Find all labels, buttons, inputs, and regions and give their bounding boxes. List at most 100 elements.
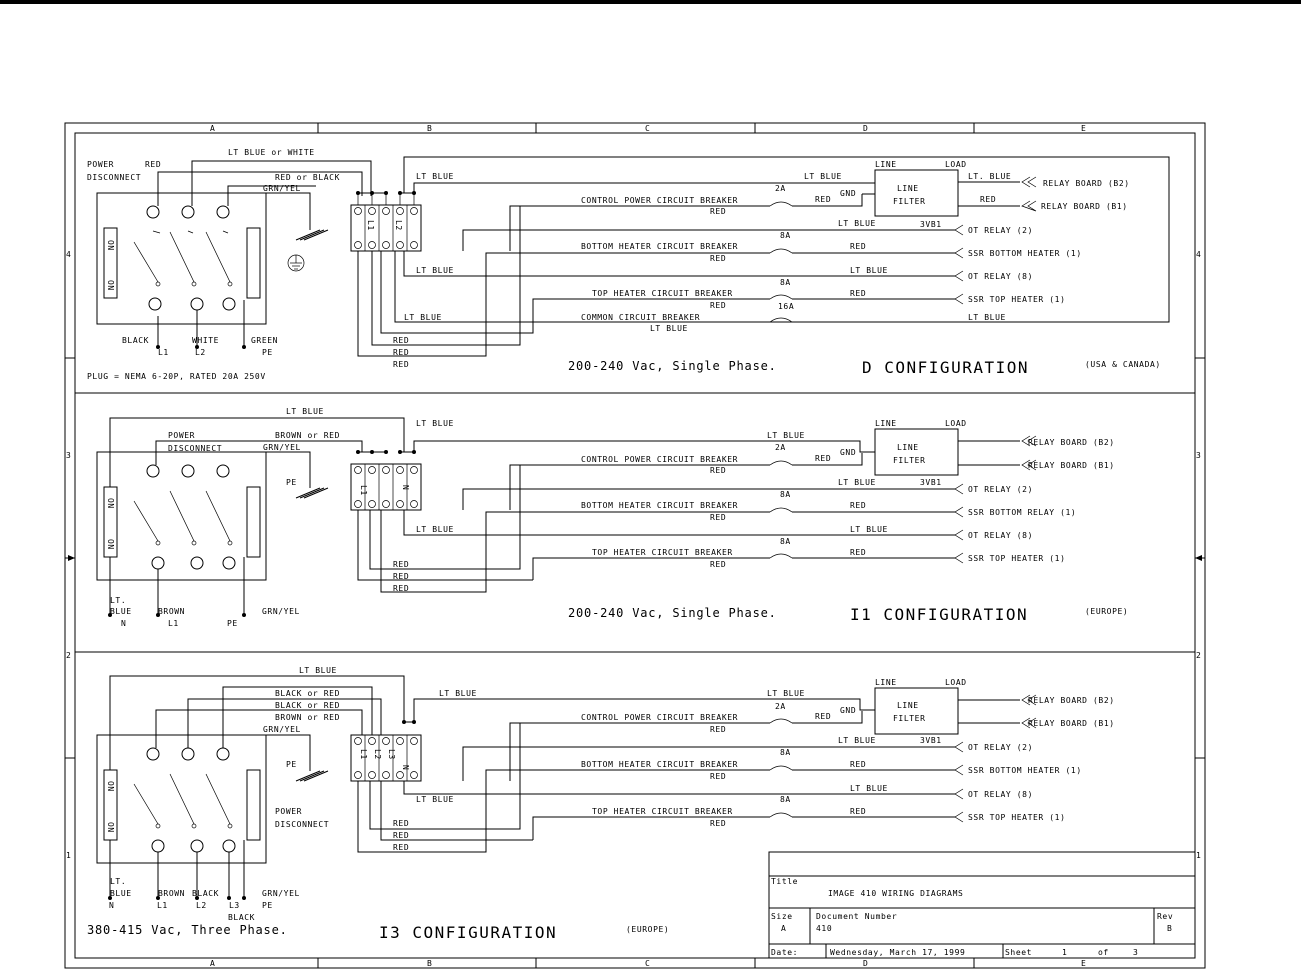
i1-filter-in-red: RED: [815, 454, 831, 463]
row-label-1-right: 1: [1196, 851, 1201, 860]
i3-terminal-l1: L1: [359, 749, 368, 760]
i1-red-return-3: [380, 510, 487, 593]
d-plug-wire-green: GREEN: [251, 336, 278, 345]
col-label-a-bottom: A: [210, 959, 215, 968]
i3-ground-label: PE: [286, 760, 297, 769]
i1-filter-part: 3VB1: [920, 478, 942, 487]
i3-relay-board-b2: RELAY BOARD (B2): [1028, 696, 1115, 705]
i3-supply-2: [222, 686, 373, 748]
i3-supply-blue: [109, 675, 405, 770]
i3-ot2-blue: LT BLUE: [838, 736, 876, 745]
i1-control-breaker: CONTROL POWER CIRCUIT BREAKER: [581, 455, 738, 464]
drawing-frame: [64, 122, 1206, 969]
d-plug-note: PLUG = NEMA 6-20P, RATED 20A 250V: [87, 372, 266, 381]
supply-red-wire: [157, 171, 363, 206]
i1-red-return-3: RED: [393, 584, 409, 593]
d-plug-term-pe: PE: [262, 348, 273, 357]
i3-ot-relay-8: OT RELAY (8): [968, 790, 1033, 799]
d-voltage: 200-240 Vac, Single Phase.: [568, 359, 777, 373]
d-plug-term-l2: L2: [195, 348, 206, 357]
i3-top-breaker: TOP HEATER CIRCUIT BREAKER: [592, 807, 733, 816]
plug-wires: [157, 300, 245, 347]
d-ssr-bottom: SSR BOTTOM HEATER (1): [968, 249, 1082, 258]
section-i1-configuration: ON ON: [96, 417, 1037, 617]
d-supply-red: RED: [145, 160, 161, 169]
i1-supply-mid: BROWN or RED: [275, 431, 340, 440]
red-return-1: [357, 251, 487, 357]
i3-red-return-1: RED: [393, 819, 409, 828]
d-control-breaker: CONTROL POWER CIRCUIT BREAKER: [581, 196, 738, 205]
filter-output-wires: [958, 181, 1020, 207]
d-common-breaker: COMMON CIRCUIT BREAKER: [581, 313, 700, 322]
i1-dest-arrows: [954, 483, 964, 564]
section-i3-configuration: ON ON: [96, 675, 1037, 900]
row-label-3-left: 3: [66, 451, 71, 460]
d-filter-in-red: RED: [815, 195, 831, 204]
red-return-2: [371, 206, 521, 346]
d-ssr-top: SSR TOP HEATER (1): [968, 295, 1066, 304]
i1-ot-relay-8: OT RELAY (8): [968, 531, 1033, 540]
i1-filter-name-1: LINE: [897, 443, 919, 452]
i1-line-filter: [874, 428, 959, 476]
switch-on-label: ON: [106, 240, 115, 251]
size-value: A: [781, 924, 786, 933]
col-label-d-top: D: [863, 124, 868, 133]
i1-plug-term-pe: PE: [227, 619, 238, 628]
col-label-c-top: C: [645, 124, 650, 133]
i3-relay-board-b1: RELAY BOARD (B1): [1028, 719, 1115, 728]
i3-ssr-bottom: SSR BOTTOM HEATER (1): [968, 766, 1082, 775]
docnum-label: Document Number: [816, 912, 897, 921]
i1-top-wire: [532, 557, 955, 580]
i1-plug-term-n: N: [121, 619, 126, 628]
of-label: of: [1098, 948, 1109, 957]
d-config-title: D CONFIGURATION: [862, 358, 1029, 377]
i3-breaker-8a: [769, 765, 793, 771]
i1-ot2-blue: LT BLUE: [838, 478, 876, 487]
d-bottom-red-after: RED: [850, 242, 866, 251]
d-top-rating: 8A: [780, 278, 791, 287]
d-supply-ground: GRN/YEL: [263, 184, 301, 193]
i3-disconnect-label-2: DISCONNECT: [275, 820, 329, 829]
d-filter-name-2: FILTER: [893, 197, 926, 206]
i1-bus-blue: LT BLUE: [416, 419, 454, 428]
i3-terminal-l2: L2: [373, 749, 382, 760]
i3-control-wire: [509, 711, 863, 781]
row-label-3-right: 3: [1196, 451, 1201, 460]
i1-filter-load: LOAD: [945, 419, 967, 428]
i1-red-return-1: RED: [393, 560, 409, 569]
i3-red-return-2: RED: [393, 831, 409, 840]
i3-ot-relay-2: OT RELAY (2): [968, 743, 1033, 752]
d-bottom-breaker: BOTTOM HEATER CIRCUIT BREAKER: [581, 242, 738, 251]
d-filter-in-label: LT BLUE: [804, 172, 842, 181]
control-breaker-wire: [509, 194, 863, 251]
i3-config-title: I3 CONFIGURATION: [379, 923, 557, 942]
i1-top-red-after: RED: [850, 548, 866, 557]
i3-supply-top: LT BLUE: [299, 666, 337, 675]
i1-voltage: 200-240 Vac, Single Phase.: [568, 606, 777, 620]
i1-top-rating: 8A: [780, 537, 791, 546]
d-common-blue: LT BLUE: [650, 324, 688, 333]
row-label-2-right: 2: [1196, 651, 1201, 660]
i1-relay-board-b1: RELAY BOARD (B1): [1028, 461, 1115, 470]
i1-supply-top: LT BLUE: [286, 407, 324, 416]
i3-plug-term-l3: L3: [229, 901, 240, 910]
i3-red-return-1: [357, 781, 487, 853]
i1-filter-gnd: GND: [840, 448, 856, 457]
i1-control-red: RED: [710, 466, 726, 475]
i1-ot8-blue-right: LT BLUE: [850, 525, 888, 534]
i3-bottom-breaker: BOTTOM HEATER CIRCUIT BREAKER: [581, 760, 738, 769]
ot-relay-2-wire: [462, 229, 955, 251]
row-label-4-right: 4: [1196, 250, 1201, 259]
breaker-2a-symbol: [769, 201, 793, 207]
i1-filter-name-2: FILTER: [893, 456, 926, 465]
red-return-3: [380, 251, 534, 334]
i1-red-return-1: [357, 510, 533, 581]
i3-filter-in-label: LT BLUE: [767, 689, 805, 698]
power-disconnect-switch: ON ON: [96, 192, 267, 325]
row-label-4-left: 4: [66, 250, 71, 259]
i1-breaker-8a: [769, 507, 793, 513]
d-filter-gnd: GND: [840, 189, 856, 198]
i1-red-return-2: RED: [393, 572, 409, 581]
date-value: Wednesday, March 17, 1999: [830, 948, 965, 957]
i3-supply-line-1: BLACK or RED: [275, 689, 340, 698]
